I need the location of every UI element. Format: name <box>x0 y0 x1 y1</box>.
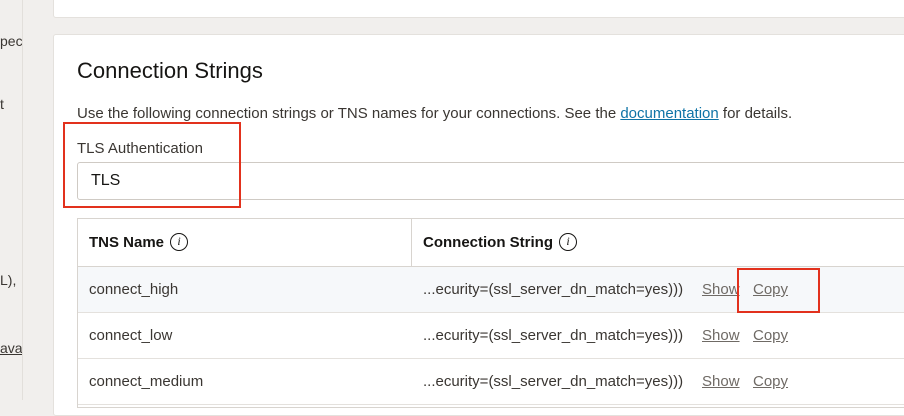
tns-name-cell: connect_high <box>89 281 179 298</box>
documentation-link[interactable]: documentation <box>620 105 719 122</box>
tns-name-cell: connect_low <box>89 327 173 344</box>
show-link[interactable]: Show <box>702 281 740 298</box>
column-header-label: TNS Name <box>89 234 165 251</box>
connection-string-cell: ...ecurity=(ssl_server_dn_match=yes))) <box>423 373 684 390</box>
connection-strings-table: TNS Name i Connection String i connect_hig… <box>77 218 904 408</box>
info-icon[interactable]: i <box>170 233 189 252</box>
table-row: connect_medium ...ecurity=(ssl_server_dn… <box>78 359 904 405</box>
copy-link[interactable]: Copy <box>753 373 789 390</box>
connection-string-cell: ...ecurity=(ssl_server_dn_match=yes))) <box>423 327 684 344</box>
section-title: Connection Strings <box>77 58 263 83</box>
background-text-fragment: ava <box>0 340 22 356</box>
description-text: Use the following connection strings or … <box>77 105 621 122</box>
show-link[interactable]: Show <box>702 373 740 390</box>
annotation-highlight-tls <box>63 122 241 208</box>
copy-link[interactable]: Copy <box>753 281 789 298</box>
tls-authentication-value: TLS <box>91 172 121 189</box>
info-icon[interactable]: i <box>559 233 577 252</box>
annotation-highlight-copy <box>737 268 820 313</box>
description-text: for details. <box>718 105 793 122</box>
table-header: TNS Name i Connection String i <box>78 219 904 267</box>
tls-authentication-label: TLS Authentication <box>77 140 203 157</box>
column-header-label: Connection String <box>423 234 553 251</box>
connection-string-cell: ...ecurity=(ssl_server_dn_match=yes))) <box>423 281 684 298</box>
divider <box>22 0 23 400</box>
tns-name-cell: connect_medium <box>89 373 204 390</box>
previous-card <box>53 0 904 18</box>
section-description: Use the following connection strings or … <box>77 105 792 122</box>
tls-authentication-select[interactable]: TLS <box>77 162 904 200</box>
column-header-connection-string: Connection String i <box>423 219 577 266</box>
column-separator <box>411 219 412 266</box>
table-row: connect_high ...ecurity=(ssl_server_dn_m… <box>78 267 904 313</box>
background-text-fragment: t <box>0 96 4 112</box>
table-row: connect_low ...ecurity=(ssl_server_dn_ma… <box>78 313 904 359</box>
column-header-tns-name: TNS Name i <box>89 219 189 266</box>
show-link[interactable]: Show <box>702 327 740 344</box>
copy-link[interactable]: Copy <box>753 327 789 344</box>
background-text-fragment: L), <box>0 272 17 288</box>
background-page-strip: pec t L), ava <box>0 0 22 400</box>
background-text-fragment: pec <box>0 33 22 49</box>
